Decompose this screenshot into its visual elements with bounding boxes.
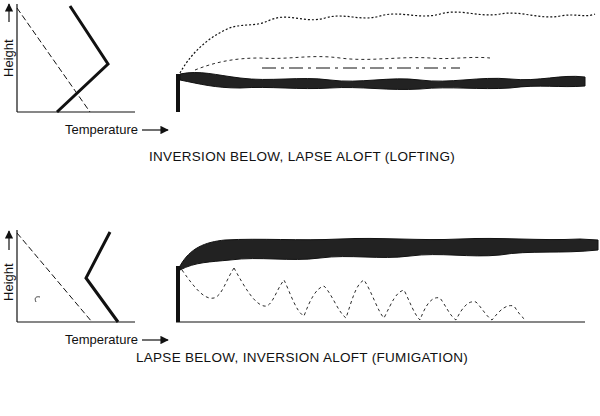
axis-label: Height (2, 39, 16, 77)
axis-label: Temperature (65, 123, 138, 137)
panel-caption: LAPSE BELOW, INVERSION ALOFT (FUMIGATION… (136, 351, 468, 366)
profile-graph (9, 4, 168, 130)
profile-graph (9, 230, 168, 340)
axis-label: Height (2, 263, 16, 301)
panel-caption: INVERSION BELOW, LAPSE ALOFT (LOFTING) (149, 150, 455, 165)
lofting-plume (176, 12, 595, 112)
fumigation-plume (176, 238, 598, 322)
axis-label: Temperature (65, 333, 138, 347)
